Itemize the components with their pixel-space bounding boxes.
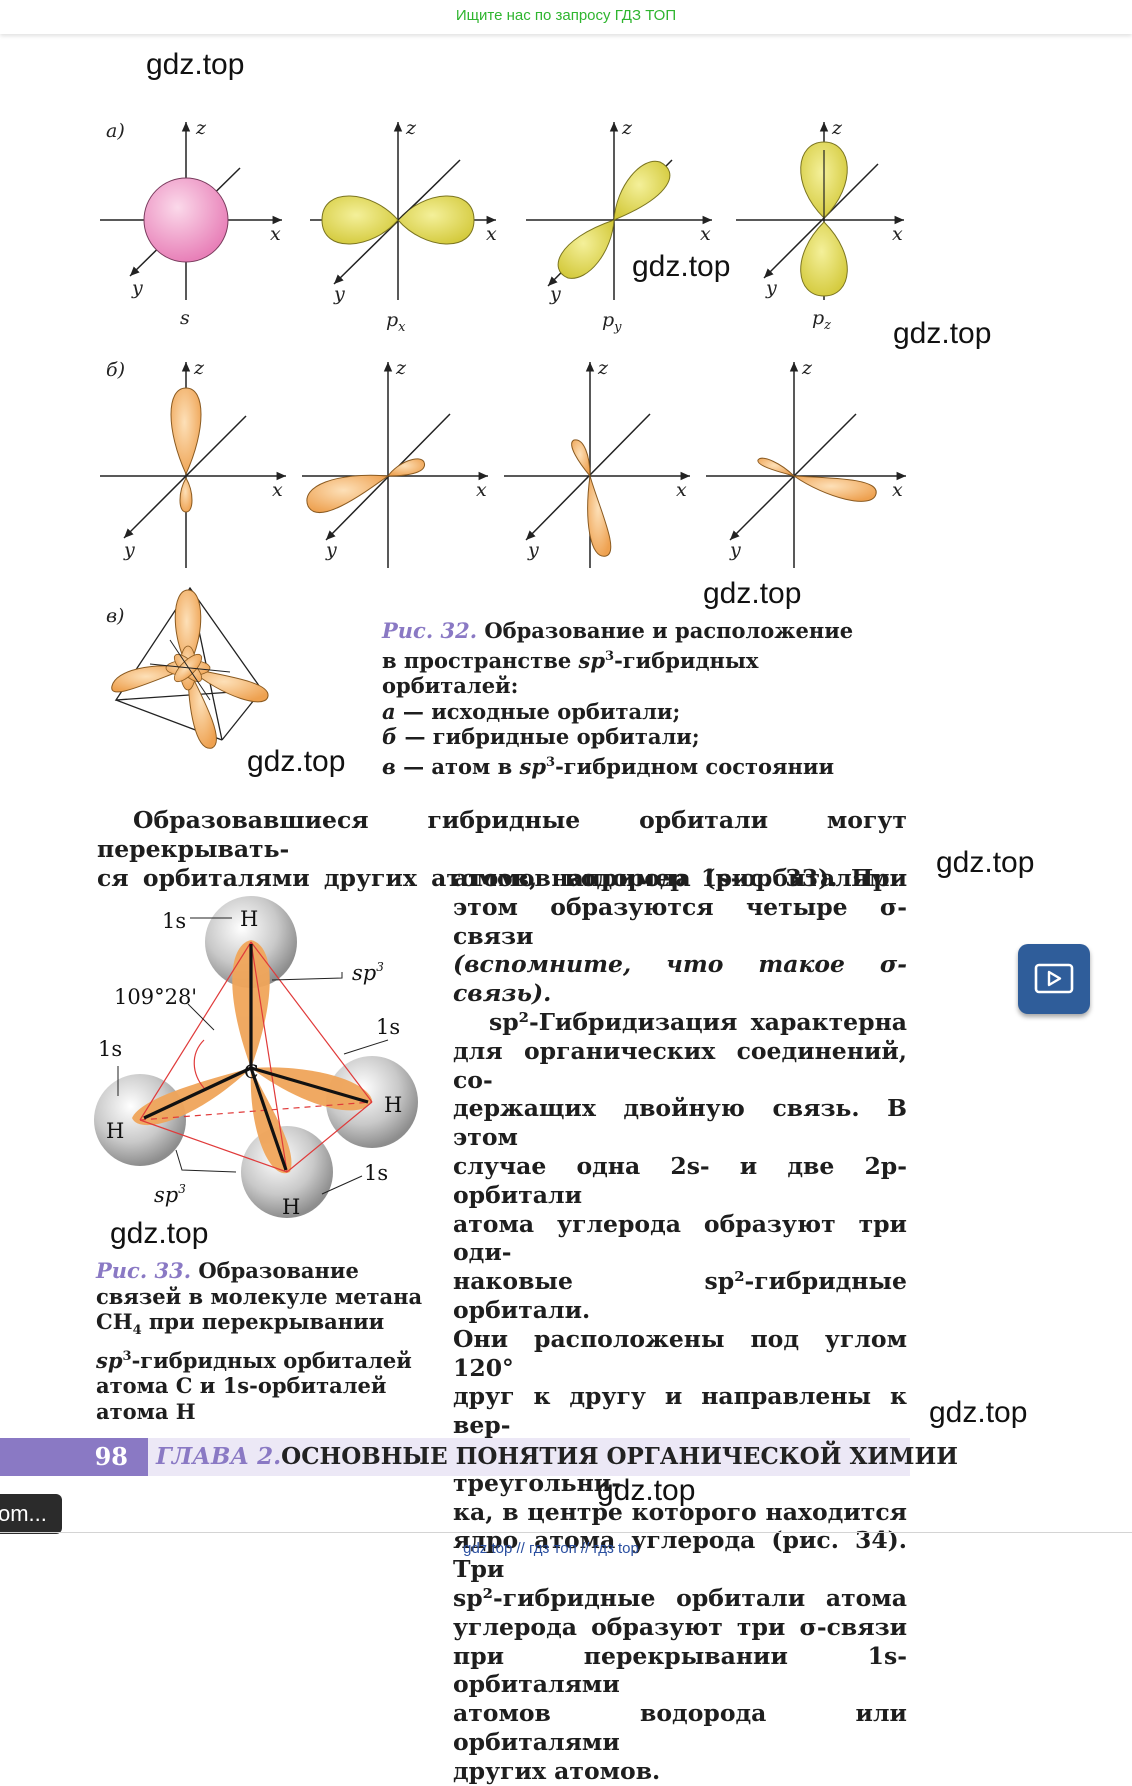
axis-z: z bbox=[193, 357, 205, 379]
watermark: gdz.top bbox=[597, 1474, 696, 1507]
axis-y: y bbox=[131, 277, 143, 299]
footer-band bbox=[0, 1438, 910, 1476]
figure-32: а) б) в) z x y s z x y px z x y py bbox=[100, 117, 906, 749]
figure-number: Рис. 33. bbox=[96, 1258, 192, 1283]
watermark: gdz.top bbox=[936, 846, 1035, 879]
caption-text: Образование bbox=[198, 1258, 359, 1283]
axis-y: y bbox=[729, 539, 741, 561]
sp3-atom-diagram bbox=[111, 586, 269, 749]
axis-z: z bbox=[621, 117, 633, 139]
atom-C: C bbox=[244, 1061, 259, 1083]
watermark: gdz.top bbox=[146, 48, 245, 81]
figure-33-caption: Рис. 33. Образование связей в молекуле м… bbox=[96, 1258, 426, 1424]
label-1s: 1s bbox=[98, 1037, 122, 1061]
bottom-links[interactable]: gdz top // гдз топ // гдз top bbox=[463, 1540, 639, 1557]
axis-y: y bbox=[333, 283, 345, 305]
hybrid-orbital-1: z x y bbox=[100, 357, 286, 568]
axis-z: z bbox=[195, 117, 207, 139]
axis-x: x bbox=[270, 223, 281, 245]
watermark: gdz.top bbox=[893, 317, 992, 350]
py-orbital-diagram: z x y py bbox=[526, 117, 712, 335]
caption-text: в пространстве sp3-гибридных орбиталей: bbox=[382, 647, 759, 699]
s-orbital-sphere bbox=[143, 177, 229, 263]
top-banner: Ищите нас по запросу ГДЗ ТОП bbox=[0, 0, 1132, 34]
watermark: gdz.top bbox=[247, 745, 346, 778]
watermark: gdz.top bbox=[110, 1217, 209, 1250]
row-label-b: б) bbox=[106, 359, 125, 381]
chapter-title: ГЛАВА 2.ОСНОВНЫЕ ПОНЯТИЯ ОРГАНИЧЕСКОЙ ХИ… bbox=[156, 1443, 958, 1470]
figure-32-caption: Рис. 32. Образование и расположение в пр… bbox=[382, 618, 902, 779]
label-1s: 1s bbox=[364, 1161, 388, 1185]
axis-z: z bbox=[395, 357, 407, 379]
axis-x: x bbox=[892, 479, 903, 501]
axis-y: y bbox=[325, 539, 337, 561]
axis-y: y bbox=[549, 283, 561, 305]
axis-z: z bbox=[405, 117, 417, 139]
video-button[interactable] bbox=[1018, 944, 1090, 1014]
row-label-c: в) bbox=[106, 605, 124, 627]
label-1s: 1s bbox=[162, 909, 186, 933]
caption-item: б — гибридные орбитали; bbox=[382, 724, 700, 749]
axis-z: z bbox=[597, 357, 609, 379]
px-orbital-diagram: z x y px bbox=[310, 117, 497, 335]
paragraph-intro: Образовавшиеся гибридные орбитали могут … bbox=[97, 806, 907, 892]
axis-y: y bbox=[527, 539, 539, 561]
play-icon bbox=[1034, 963, 1074, 994]
axis-x: x bbox=[272, 479, 283, 501]
row-label-a: а) bbox=[106, 120, 125, 142]
axis-y: y bbox=[765, 277, 777, 299]
watermark: gdz.top bbox=[703, 577, 802, 610]
caption-item: а — исходные орбитали; bbox=[382, 698, 681, 724]
orbital-name: px bbox=[386, 309, 406, 335]
angle-label: 109°28' bbox=[114, 985, 197, 1009]
label-sp3: sp3 bbox=[154, 1182, 186, 1207]
axis-x: x bbox=[892, 223, 903, 245]
paragraph-right-column: атомов водорода (рис. 33). При этом обра… bbox=[453, 864, 907, 1785]
caption-text: CH4 при перекрывании bbox=[96, 1309, 385, 1339]
axis-x: x bbox=[700, 223, 711, 245]
floating-pill[interactable]: om... bbox=[0, 1494, 62, 1534]
hybrid-orbital-3: z x y bbox=[504, 357, 690, 568]
atom-H-bottom: H bbox=[282, 1195, 300, 1219]
caption-text: Образование и расположение bbox=[484, 618, 854, 643]
atom-H-top: H bbox=[240, 907, 258, 931]
axis-x: x bbox=[486, 223, 497, 245]
axis-y: y bbox=[123, 539, 135, 561]
label-sp3: sp3 bbox=[352, 960, 384, 985]
hybrid-orbital-2: z x y bbox=[302, 357, 488, 568]
label-1s: 1s bbox=[376, 1015, 400, 1039]
axis-z: z bbox=[831, 117, 843, 139]
caption-text: связей в молекуле метана bbox=[96, 1283, 423, 1309]
watermark: gdz.top bbox=[929, 1396, 1028, 1429]
page-number: 98 bbox=[0, 1438, 148, 1476]
atom-H-right: H bbox=[384, 1093, 402, 1117]
orbital-name: py bbox=[602, 309, 622, 335]
axis-x: x bbox=[676, 479, 687, 501]
caption-item: в — атом в sp3-гибридном состоянии bbox=[382, 753, 835, 779]
orbital-name: s bbox=[180, 307, 190, 329]
figure-number: Рис. 32. bbox=[382, 618, 478, 643]
caption-text: атома C и 1s-орбиталей bbox=[96, 1373, 387, 1399]
pz-orbital-diagram: z x y pz bbox=[736, 117, 904, 333]
caption-text: атома H bbox=[96, 1398, 196, 1424]
s-orbital-diagram: z x y s bbox=[100, 117, 282, 329]
caption-text: sp3-гибридных орбиталей bbox=[96, 1347, 412, 1373]
watermark: gdz.top bbox=[632, 250, 731, 283]
orbital-name: pz bbox=[812, 307, 831, 333]
axis-z: z bbox=[801, 357, 813, 379]
atom-H-left: H bbox=[106, 1119, 124, 1143]
axis-x: x bbox=[476, 479, 487, 501]
bottom-divider bbox=[0, 1532, 1132, 1533]
hybrid-orbital-4: z x y bbox=[706, 357, 906, 568]
